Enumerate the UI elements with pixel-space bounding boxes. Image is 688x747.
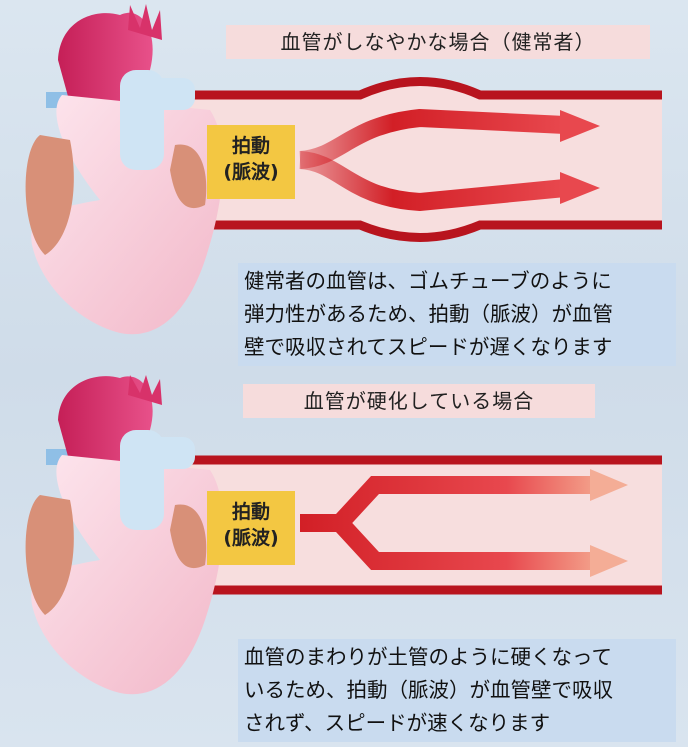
hardened-pulse-label: 拍動 (脈波) xyxy=(207,491,295,565)
hardened-pulse-arrows xyxy=(300,469,628,577)
heart-illustration xyxy=(25,4,223,335)
caption-line-3: 壁で吸収されてスピードが遅くなります xyxy=(244,335,613,359)
flexible-title: 血管がしなやかな場合（健常者） xyxy=(226,25,650,59)
hardened-caption: 血管のまわりが土管のように硬くなって いるため、拍動（脈波）が血管壁で吸収 され… xyxy=(238,639,676,742)
flexible-pulse-arrows xyxy=(299,108,600,212)
hardened-vessel-illustration xyxy=(25,375,662,695)
pulse-label-line-1: 拍動 xyxy=(231,501,270,523)
flexible-caption: 健常者の血管は、ゴムチューブのように 弾力性があるため、拍動（脈波）が血管 壁で… xyxy=(238,263,676,366)
caption-line-3: されず、スピードが速くなります xyxy=(244,711,551,735)
hardened-title: 血管が硬化している場合 xyxy=(243,384,595,418)
caption-line-2: いるため、拍動（脈波）が血管壁で吸収 xyxy=(244,678,613,702)
hardened-vessel-panel: 血管が硬化している場合 拍動 (脈波) 血管のまわりが土管のように硬くなって い… xyxy=(0,375,688,747)
pulse-label-line-1: 拍動 xyxy=(231,135,270,157)
heart-illustration xyxy=(25,375,223,695)
pulse-label-line-2: (脈波) xyxy=(223,161,279,183)
caption-line-1: 健常者の血管は、ゴムチューブのように xyxy=(244,269,612,293)
caption-line-1: 血管のまわりが土管のように硬くなって xyxy=(244,645,612,669)
pulse-label-line-2: (脈波) xyxy=(223,527,279,549)
flexible-pulse-label: 拍動 (脈波) xyxy=(207,125,295,199)
caption-line-2: 弾力性があるため、拍動（脈波）が血管 xyxy=(244,302,613,326)
flexible-vessel-panel: 血管がしなやかな場合（健常者） 拍動 (脈波) 健常者の血管は、ゴムチューブのよ… xyxy=(25,4,676,366)
flexible-vessel-illustration xyxy=(25,4,662,335)
